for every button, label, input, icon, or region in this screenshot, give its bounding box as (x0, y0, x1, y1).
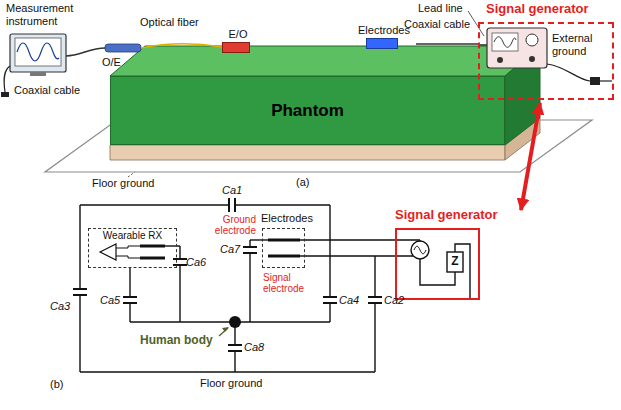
capacitor-label: Ca5 (100, 294, 126, 307)
knob (497, 57, 503, 63)
converter-block: E/O (212, 28, 264, 56)
ground-cord (600, 80, 612, 81)
converter-label: O/E (102, 56, 126, 69)
electrode-pad (366, 38, 398, 49)
body-label: Human body (140, 334, 222, 348)
capacitor-label: Ca3 (50, 300, 76, 313)
power-cord (4, 66, 10, 92)
capacitor-label: Ca4 (339, 294, 365, 307)
oe-converter (105, 44, 141, 52)
coaxial-cable (66, 48, 105, 56)
node-text: E/O (212, 28, 264, 41)
electrode-label: Ground electrode (196, 214, 256, 236)
electrode-label: Signal electrode (263, 272, 319, 294)
ground-cord (547, 64, 590, 81)
sine-wave (17, 43, 59, 61)
figure-label: (a) (296, 176, 320, 189)
ground-label: Floor ground (200, 377, 276, 390)
correspondence-arrow (521, 103, 540, 210)
phantom-box: Phantom (110, 76, 505, 145)
knob (529, 56, 535, 62)
receiver-box: Wearable RX (88, 228, 177, 268)
capacitor-label: Ca7 (220, 243, 246, 256)
lead-label: Lead line (418, 2, 470, 15)
eo-box (222, 42, 250, 53)
plug (1, 92, 9, 97)
fiber-label: Optical fiber (140, 16, 210, 29)
capacitor-label: Ca8 (244, 341, 270, 354)
node-text: Signal generator (478, 2, 620, 17)
phantom-top (110, 46, 540, 76)
human-body-dot (229, 316, 241, 328)
cable-line (416, 43, 478, 45)
capacitor-label: Ca6 (186, 256, 212, 269)
arrowhead (222, 327, 229, 332)
leader-line (128, 172, 135, 177)
ground-label: External ground (552, 32, 606, 57)
capacitor-label: Ca2 (384, 294, 410, 307)
ground-label: Floor ground (92, 177, 164, 190)
impedance-label: Z (447, 255, 463, 269)
cable-label: Coaxial cable (14, 84, 94, 97)
generator-screen (492, 33, 518, 51)
sine-wave (494, 37, 516, 48)
figure-label: (b) (50, 378, 74, 391)
monitor (10, 34, 66, 72)
optical-fiber (141, 44, 222, 48)
monitor-screen (15, 38, 61, 66)
dashed-frame (262, 228, 305, 268)
node-text: Phantom (271, 101, 344, 121)
phantom-base (110, 145, 505, 160)
generator-device (487, 28, 547, 68)
monitor-stand (30, 72, 46, 76)
plug (590, 77, 600, 85)
node-text: Wearable RX (89, 229, 176, 242)
schematic-wires (73, 198, 470, 372)
knob (526, 34, 538, 46)
instrument-label: Measurement instrument (6, 2, 96, 27)
node-text: Signal generator (395, 208, 521, 223)
node-text: Electrodes (257, 212, 317, 225)
electrode-group: Electrodes (257, 212, 317, 268)
capacitor-label: Ca1 (222, 184, 248, 197)
cable-label: Coaxial cable (404, 18, 478, 31)
generator-frame (395, 228, 480, 300)
